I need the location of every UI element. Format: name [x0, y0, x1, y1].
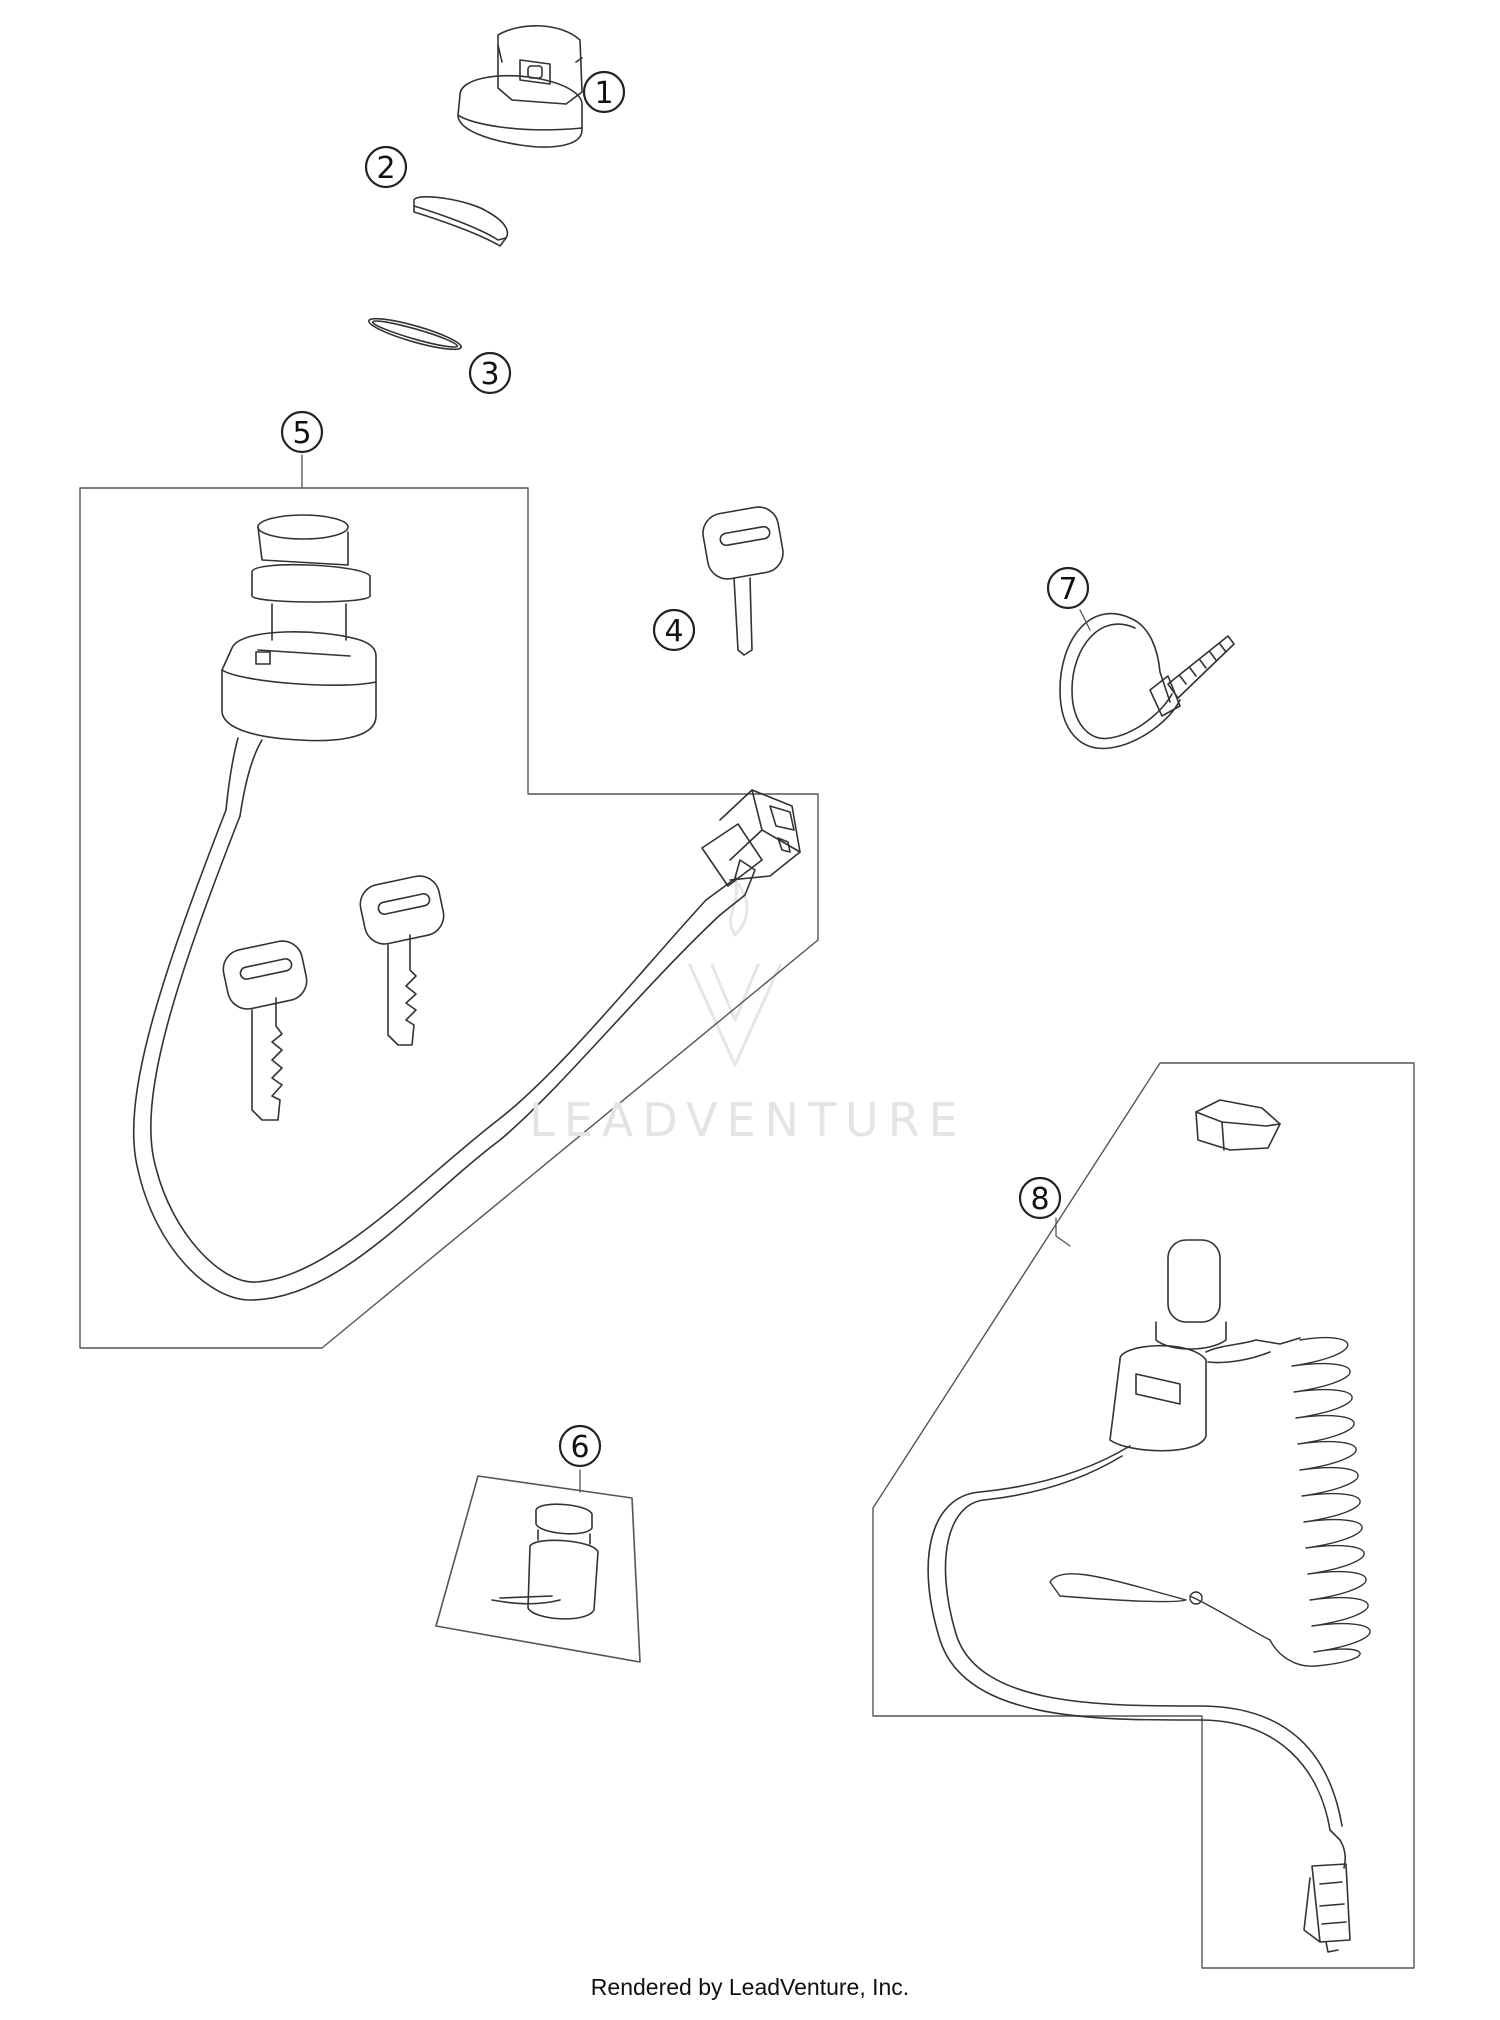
- callout-4: 4: [652, 608, 696, 652]
- callout-3: 3: [468, 351, 512, 395]
- callout-1: 1: [582, 70, 626, 114]
- part-2-washer: [413, 195, 509, 247]
- svg-text:6: 6: [570, 1430, 589, 1465]
- part-7-cable-tie: [1059, 612, 1235, 750]
- part-5-key-a: [222, 940, 308, 1121]
- part-5-connector: [701, 789, 801, 887]
- svg-text:2: 2: [376, 151, 395, 186]
- part-5-ignition-switch: [221, 514, 377, 817]
- svg-text:5: 5: [292, 416, 311, 451]
- callout-7: 7: [1046, 566, 1090, 610]
- part-8-group-outline: [872, 1062, 1415, 1969]
- watermark-text: LEADVENTURE: [529, 1093, 967, 1147]
- part-8-plug: [1303, 1829, 1351, 1953]
- part-4-key: [702, 506, 784, 656]
- part-8-stop-switch: [927, 1239, 1343, 1831]
- part-3-o-ring: [368, 317, 462, 351]
- svg-text:4: 4: [664, 614, 683, 649]
- leader-lines: [301, 454, 1091, 1493]
- part-5-group-outline: [79, 487, 819, 1349]
- callout-8: 8: [1018, 1176, 1062, 1220]
- svg-text:3: 3: [480, 357, 499, 392]
- callouts: 1 2 3 4 5 6 7 8: [280, 70, 1090, 1468]
- part-1-ignition-cap: [457, 25, 583, 148]
- part-8-nut: [1195, 1099, 1281, 1151]
- part-5-key-b: [359, 875, 445, 1046]
- part-5-cable: [132, 809, 756, 1301]
- watermark-logo: [688, 878, 782, 1067]
- svg-text:8: 8: [1030, 1182, 1049, 1217]
- callout-5: 5: [280, 410, 324, 454]
- footer-credit: Rendered by LeadVenture, Inc.: [590, 1974, 910, 2000]
- part-8-coil: [1049, 1336, 1371, 1667]
- part-6-pack: [435, 1475, 641, 1663]
- callout-2: 2: [364, 145, 408, 189]
- callout-6: 6: [558, 1424, 602, 1468]
- svg-text:7: 7: [1058, 572, 1077, 607]
- svg-text:1: 1: [594, 76, 613, 111]
